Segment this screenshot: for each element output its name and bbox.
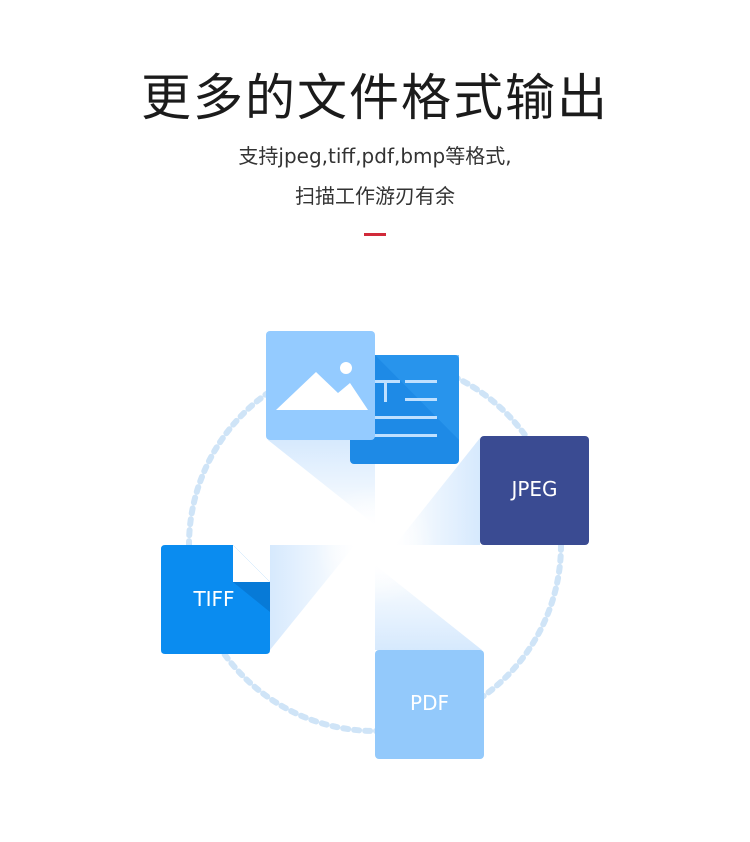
image-icon — [266, 331, 375, 440]
pdf-label: PDF — [410, 691, 449, 715]
jpeg-tile: JPEG — [480, 436, 589, 545]
tiff-tile: TIFF — [161, 545, 270, 654]
tiff-label: TIFF — [192, 587, 234, 611]
subtitle-line-2: 扫描工作游刃有余 — [295, 184, 455, 208]
page-title: 更多的文件格式输出 — [141, 69, 609, 127]
subtitle-line-1: 支持jpeg,tiff,pdf,bmp等格式, — [238, 144, 512, 168]
jpeg-label: JPEG — [509, 477, 557, 501]
center-glow — [315, 485, 435, 605]
accent-divider — [364, 233, 386, 236]
text-document-icon — [350, 355, 459, 464]
pdf-tile: PDF — [375, 650, 484, 759]
